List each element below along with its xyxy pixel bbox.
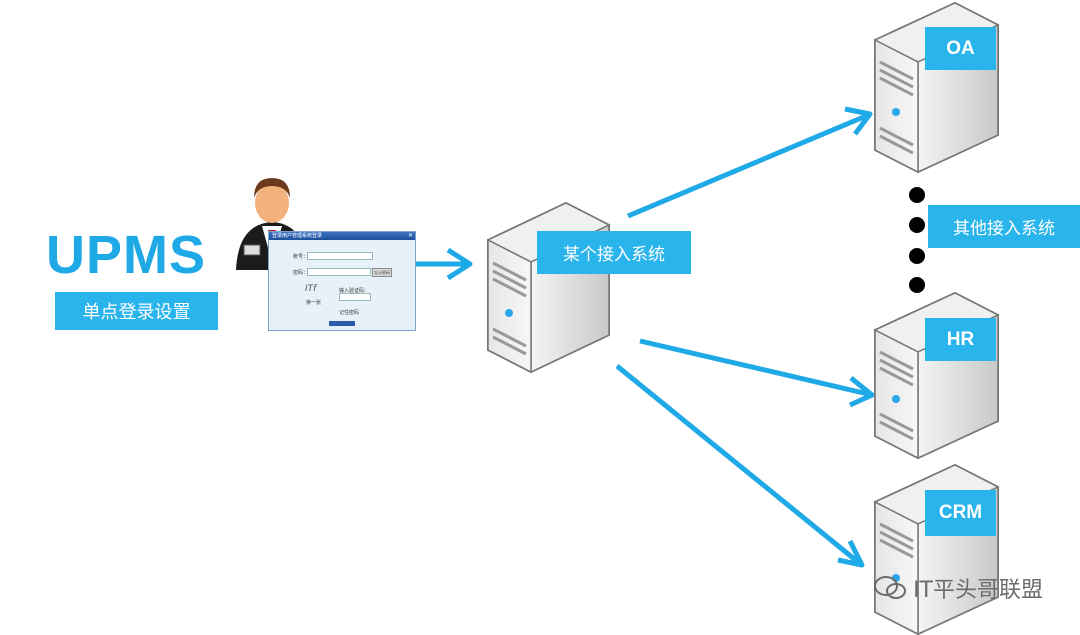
refresh-captcha-link[interactable]: 换一张 bbox=[306, 300, 322, 306]
sso-setting-label: 单点登录设置 bbox=[55, 292, 218, 330]
login-button[interactable] bbox=[329, 321, 355, 326]
password-label: 密码： bbox=[293, 270, 309, 276]
server-crm-label: CRM bbox=[925, 490, 996, 536]
login-dialog-titlebar: 登录用户管理系统登录 ✕ bbox=[269, 232, 415, 240]
password-input[interactable] bbox=[307, 268, 371, 276]
login-dialog: 登录用户管理系统登录 ✕ 账号： 密码： 忘记密码 ITf 输入验证码： 换一张… bbox=[268, 231, 416, 331]
account-label: 账号： bbox=[293, 254, 309, 260]
watermark: IT平头哥联盟 bbox=[873, 572, 1043, 604]
center-system-label: 某个接入系统 bbox=[537, 231, 691, 274]
login-dialog-title: 登录用户管理系统登录 bbox=[272, 233, 323, 239]
watermark-text: IT平头哥联盟 bbox=[913, 578, 1043, 603]
ellipsis-dot bbox=[909, 277, 925, 293]
ellipsis-dot bbox=[909, 248, 925, 264]
captcha-prompt: 输入验证码： bbox=[339, 288, 370, 294]
server-oa-label: OA bbox=[925, 27, 996, 70]
captcha-input[interactable] bbox=[339, 293, 371, 301]
server-hr-label: HR bbox=[925, 318, 996, 361]
remember-password-checkbox[interactable]: 记住密码 bbox=[339, 310, 360, 316]
arrow-center-to-oa bbox=[627, 106, 873, 219]
arrow-center-to-hr bbox=[639, 338, 875, 408]
server-center-icon bbox=[486, 201, 611, 374]
ellipsis-dot bbox=[909, 217, 925, 233]
other-systems-label: 其他接入系统 bbox=[928, 205, 1080, 248]
close-icon[interactable]: ✕ bbox=[407, 232, 413, 239]
wechat-icon bbox=[874, 576, 907, 599]
ellipsis-dot bbox=[909, 187, 925, 203]
arrow-center-to-crm bbox=[615, 364, 865, 568]
captcha-image: ITf bbox=[305, 284, 317, 294]
account-input[interactable] bbox=[307, 252, 373, 260]
upms-title: UPMS bbox=[46, 225, 207, 285]
forgot-password-button[interactable]: 忘记密码 bbox=[372, 268, 392, 277]
